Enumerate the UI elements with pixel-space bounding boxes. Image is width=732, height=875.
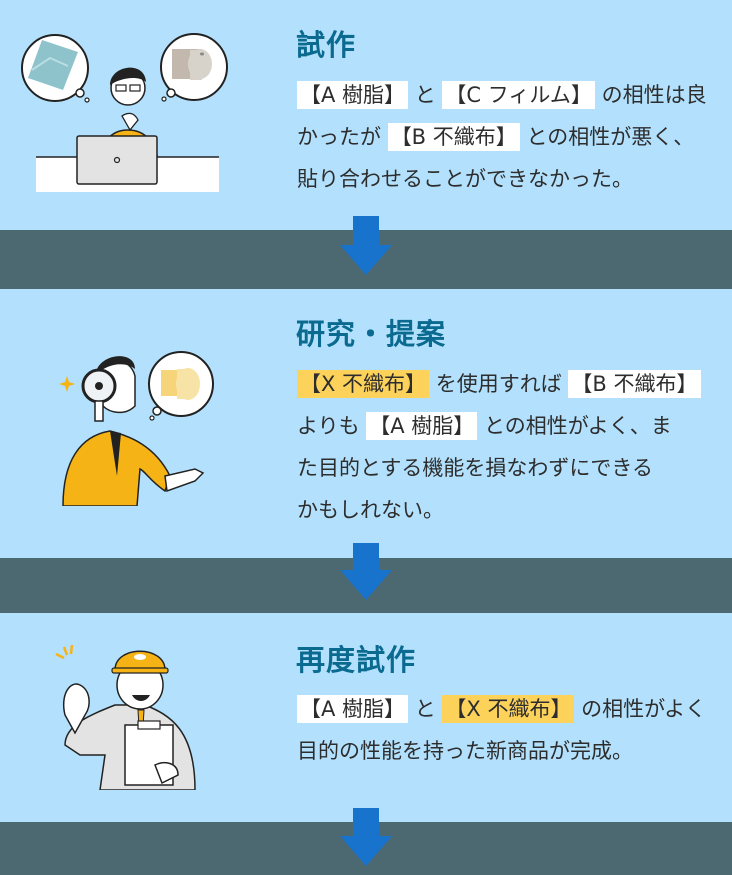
body-text: 貼り合わせることができなかった。 bbox=[297, 167, 633, 191]
highlight-b-nonwoven: 【B 不織布】 bbox=[387, 123, 520, 151]
highlight-x-nonwoven: 【X 不織布】 bbox=[442, 695, 575, 723]
body-line: 【X 不織布】 を使用すれば 【B 不織布】 bbox=[297, 363, 717, 405]
down-arrow-icon bbox=[340, 808, 392, 868]
step-re-prototype: 再度試作 【A 樹脂】 と 【X 不織布】 の相性がよく 目的の性能を持った新商… bbox=[0, 613, 732, 822]
body-line: かもしれない。 bbox=[297, 489, 717, 531]
body-text: かったが bbox=[297, 125, 388, 149]
highlight-x-nonwoven: 【X 不織布】 bbox=[297, 370, 430, 398]
highlight-a-resin: 【A 樹脂】 bbox=[366, 412, 478, 440]
step-prototype: 試作 【A 樹脂】 と 【C フィルム】 の相性は良 かったが 【B 不織布】 … bbox=[0, 0, 732, 230]
highlight-a-resin: 【A 樹脂】 bbox=[297, 81, 409, 109]
step-body: 【X 不織布】 を使用すれば 【B 不織布】 よりも 【A 樹脂】 との相性がよ… bbox=[297, 363, 717, 531]
down-arrow-icon bbox=[340, 543, 392, 603]
down-arrow-icon bbox=[340, 216, 392, 276]
body-line: かったが 【B 不織布】 との相性が悪く、 bbox=[297, 116, 717, 158]
body-line: よりも 【A 樹脂】 との相性がよく、ま bbox=[297, 405, 717, 447]
highlight-a-resin: 【A 樹脂】 bbox=[297, 695, 409, 723]
step-body: 【A 樹脂】 と 【C フィルム】 の相性は良 かったが 【B 不織布】 との相… bbox=[297, 74, 717, 200]
body-text: かもしれない。 bbox=[297, 498, 444, 522]
body-line: 貼り合わせることができなかった。 bbox=[297, 158, 717, 200]
body-text: の相性は良 bbox=[594, 83, 707, 107]
body-text: 目的の性能を持った新商品が完成。 bbox=[297, 739, 633, 763]
body-line: 【A 樹脂】 と 【X 不織布】 の相性がよく bbox=[297, 688, 717, 730]
step-title: 試作 bbox=[296, 28, 357, 62]
step-title: 研究・提案 bbox=[296, 317, 447, 351]
worried-man-laptop-illustration bbox=[21, 33, 228, 192]
body-text: た目的とする機能を損なわずにできる bbox=[297, 456, 653, 480]
highlight-b-nonwoven: 【B 不織布】 bbox=[568, 370, 701, 398]
step-research-proposal: 研究・提案 【X 不織布】 を使用すれば 【B 不織布】 よりも 【A 樹脂】 … bbox=[0, 289, 732, 558]
body-line: 【A 樹脂】 と 【C フィルム】 の相性は良 bbox=[297, 74, 717, 116]
body-text: を使用すれば bbox=[429, 372, 569, 396]
body-text: と bbox=[408, 697, 443, 721]
man-magnifying-glass-illustration bbox=[59, 351, 214, 506]
body-text: と bbox=[408, 83, 443, 107]
body-text: との相性が悪く、 bbox=[519, 125, 695, 149]
step-title: 再度試作 bbox=[296, 643, 417, 677]
body-text: よりも bbox=[297, 414, 367, 438]
body-text: の相性がよく bbox=[574, 697, 707, 721]
worker-helmet-clipboard-illustration bbox=[55, 644, 196, 790]
body-line: た目的とする機能を損なわずにできる bbox=[297, 447, 717, 489]
body-line: 目的の性能を持った新商品が完成。 bbox=[297, 730, 717, 772]
highlight-c-film: 【C フィルム】 bbox=[442, 81, 595, 109]
body-text: との相性がよく、ま bbox=[477, 414, 672, 438]
step-body: 【A 樹脂】 と 【X 不織布】 の相性がよく 目的の性能を持った新商品が完成。 bbox=[297, 688, 717, 772]
